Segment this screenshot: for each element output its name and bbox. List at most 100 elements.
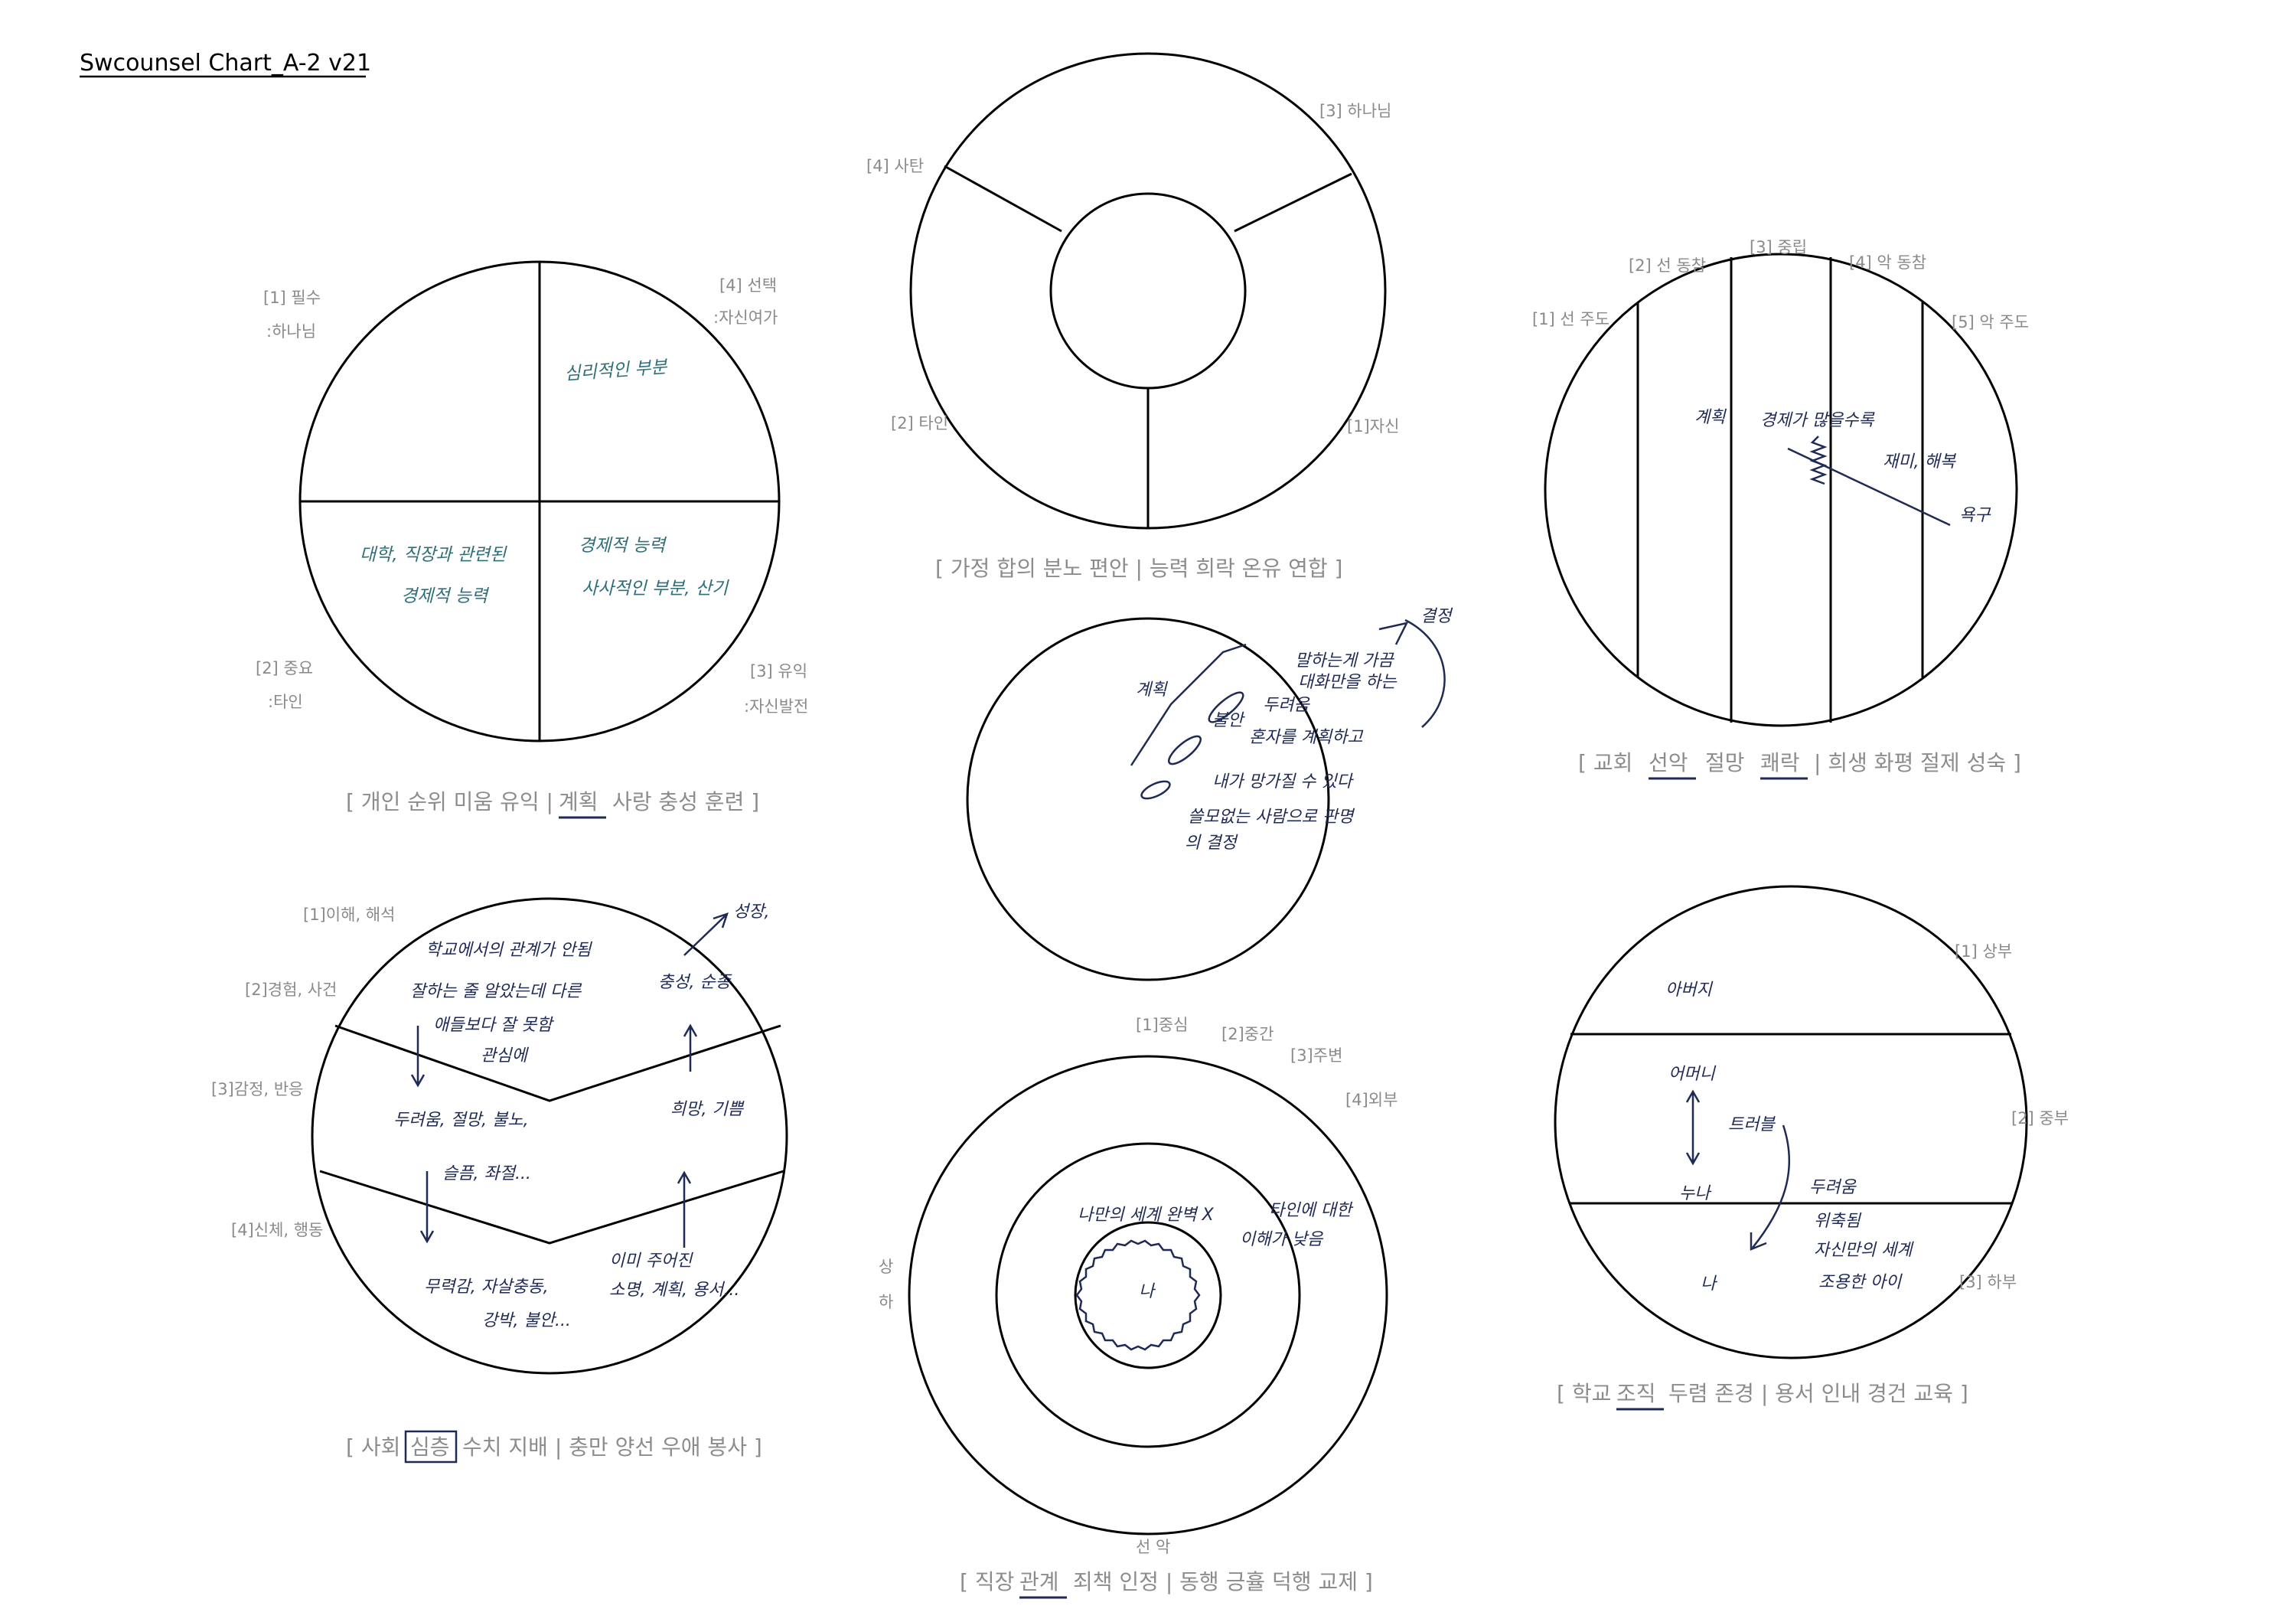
- handwritten-note: 이미 주어진: [609, 1252, 693, 1271]
- caption-part: 수치 지배 | 충만 양선 우애 봉사 ]: [462, 1434, 762, 1460]
- band-label-evil-lead: [5] 악 주도: [1952, 313, 2029, 331]
- handwritten-note: 두려움: [1263, 696, 1310, 715]
- handwritten-arrowhead: [1378, 622, 1409, 645]
- layer-divider: [334, 1024, 781, 1102]
- handwritten-note: 이해가 낮음: [1240, 1230, 1324, 1249]
- caption-underlined-word: 쾌락: [1760, 750, 1800, 775]
- ring-label-god: [3] 하나님: [1319, 102, 1391, 120]
- handwritten-note: 트러블: [1728, 1115, 1776, 1134]
- handwritten-note: 심리적인 부분: [564, 357, 670, 384]
- handwritten-note: 계획: [1694, 408, 1727, 427]
- handwritten-note: 계획: [1136, 680, 1168, 700]
- handwritten-note: 내가 망가질 수 있다: [1212, 772, 1355, 791]
- handwritten-note: 의 결정: [1185, 834, 1238, 853]
- horizontal-bands-circle: [1554, 885, 2028, 1359]
- handwritten-note: 나: [1701, 1274, 1718, 1294]
- handwritten-note: 경제가 많을수록: [1760, 411, 1875, 430]
- concentric-chart: [1]중심 [2]중간 [3]주변 [4]외부 상 하 선 악 나만의 세계 완…: [879, 1016, 1397, 1599]
- quadrant-label-self-leisure: :자신여가: [713, 308, 778, 327]
- handwritten-note: 강박, 불안...: [482, 1311, 571, 1330]
- handwritten-ellipse: [1168, 735, 1202, 765]
- handwritten-note: 쓸모없는 사람으로 판명: [1188, 808, 1355, 827]
- caption-part: [ 직장: [960, 1569, 1014, 1594]
- band-label-good-lead: [1] 선 주도: [1532, 310, 1609, 328]
- layer-label-understanding: [1]이해, 해석: [303, 906, 395, 924]
- quadrant-label-god: :하나님: [266, 322, 316, 341]
- caption-part: 두렴 존경 | 용서 인내 경건 교육 ]: [1668, 1381, 1968, 1406]
- caption-part: 사랑 충성 훈련 ]: [612, 789, 759, 814]
- band-label-good-join: [2] 선 동참: [1629, 256, 1706, 275]
- handwritten-note: 나: [1139, 1282, 1156, 1301]
- handwritten-note: 누나: [1679, 1184, 1712, 1203]
- handwritten-line: [1130, 643, 1247, 766]
- handwritten-note: 소명, 계획, 용서...: [609, 1281, 739, 1300]
- band-label-middle: [2] 중부: [2011, 1109, 2069, 1128]
- caption-part: [ 교회: [1578, 750, 1632, 775]
- handwritten-note: 조용한 아이: [1818, 1273, 1903, 1292]
- ring-label-satan: [4] 사탄: [866, 157, 924, 175]
- layer-label-emotion: [3]감정, 반응: [211, 1080, 303, 1098]
- handwritten-note: 혼자를 계획하고: [1249, 728, 1363, 747]
- caption-word-box: [404, 1430, 458, 1464]
- handwritten-note: 무력감, 자살충동,: [424, 1278, 549, 1297]
- handwritten-note: 사사적인 부분, 산기: [582, 579, 729, 599]
- layered-circle: [311, 897, 788, 1375]
- handwritten-note: 잘하는 줄 알았는데 다른: [410, 982, 582, 1001]
- concentric-label-outer: [4]외부: [1345, 1091, 1397, 1109]
- concentric-label-periphery: [3]주변: [1290, 1046, 1342, 1065]
- quadrant-label-beneficial: [3] 유익: [750, 662, 807, 680]
- concentric-label-good-evil: 선 악: [1136, 1538, 1170, 1556]
- handwritten-ellipse: [1140, 780, 1171, 800]
- bands-circle: [1544, 253, 2018, 727]
- page-title: Swcounsel Chart_A-2 v21: [80, 50, 371, 77]
- handwritten-note: 타인에 대한: [1269, 1201, 1354, 1220]
- ring-label-self: [1]자신: [1347, 417, 1399, 436]
- handwritten-note: 경제적 능력: [401, 586, 490, 606]
- caption-part: | 희생 화평 절제 성숙 ]: [1814, 750, 2021, 775]
- layer-label-body: [4]신체, 행동: [231, 1221, 323, 1239]
- handwritten-note: 말하는게 가끔: [1295, 651, 1394, 671]
- quadrant-label-choice: [4] 선택: [719, 276, 777, 295]
- handwritten-note: 대화만을 하는: [1298, 673, 1397, 692]
- concentric-outer-circle: [908, 1055, 1388, 1536]
- concentric-label-upper: 상: [879, 1258, 893, 1276]
- caption-boxed-word: 심층: [410, 1434, 450, 1460]
- concentric-middle-circle: [995, 1142, 1301, 1448]
- handwritten-arrow: [419, 1171, 435, 1244]
- concentric-label-center: [1]중심: [1136, 1016, 1188, 1034]
- ring-inner-circle: [1049, 192, 1247, 390]
- handwritten-arrow: [683, 912, 729, 956]
- caption-part: [ 개인 순위 미움 유익 |: [346, 789, 553, 814]
- caption-underlined-word: 관계: [1019, 1569, 1059, 1594]
- band-label-neutral: [3] 중립: [1750, 238, 1807, 256]
- concentric-inner-circle: [1074, 1221, 1222, 1369]
- handwritten-arrow: [1750, 1124, 1791, 1251]
- ring-spoke: [1234, 172, 1352, 233]
- handwritten-note: 두려움, 절망, 불노,: [393, 1111, 529, 1130]
- handwritten-note: 자신만의 세계: [1814, 1241, 1914, 1260]
- caption-underlined-word: 조직: [1616, 1381, 1656, 1406]
- handwritten-note: 두려움: [1809, 1178, 1857, 1197]
- handwritten-curve-arrow: [1404, 618, 1446, 728]
- layer-label-experience: [2]경험, 사건: [245, 981, 337, 999]
- caption-part: 절망: [1705, 750, 1745, 775]
- ring-chart: [3] 하나님 [4] 사탄 [2] 타인 [1]자신 [ 가정 합의 분노 편…: [866, 52, 1399, 581]
- sketch-circle: [966, 617, 1330, 981]
- layer-divider: [319, 1170, 784, 1245]
- quadrant-label-important: [2] 중요: [256, 659, 313, 677]
- concentric-label-lower: 하: [879, 1293, 893, 1311]
- handwritten-arrow: [683, 1023, 698, 1072]
- handwritten-double-arrow: [1685, 1089, 1701, 1166]
- quadrant-chart: [1] 필수 :하나님 [4] 선택 :자신여가 [2] 중요 :타인 [3] …: [256, 260, 808, 819]
- sketch-chart: 말하는게 가끔 대화만을 하는 두려움 계획 불안 혼자를 계획하고 내가 망가…: [966, 607, 1453, 981]
- handwritten-note: 경제적 능력: [579, 536, 667, 556]
- handwritten-note: 나만의 세계 완벽 X: [1078, 1206, 1215, 1225]
- handwritten-note: 희망, 기쁨: [670, 1100, 745, 1119]
- handwritten-note: 대학, 직장과 관련된: [360, 545, 507, 565]
- handwritten-note: 애들보다 잘 못함: [433, 1016, 554, 1035]
- handwritten-note: 재미, 해복: [1883, 452, 1957, 472]
- ring-spoke: [944, 165, 1062, 233]
- quadrant-label-others: :타인: [268, 693, 303, 711]
- quadrant-label-self-development: :자신발전: [744, 697, 808, 716]
